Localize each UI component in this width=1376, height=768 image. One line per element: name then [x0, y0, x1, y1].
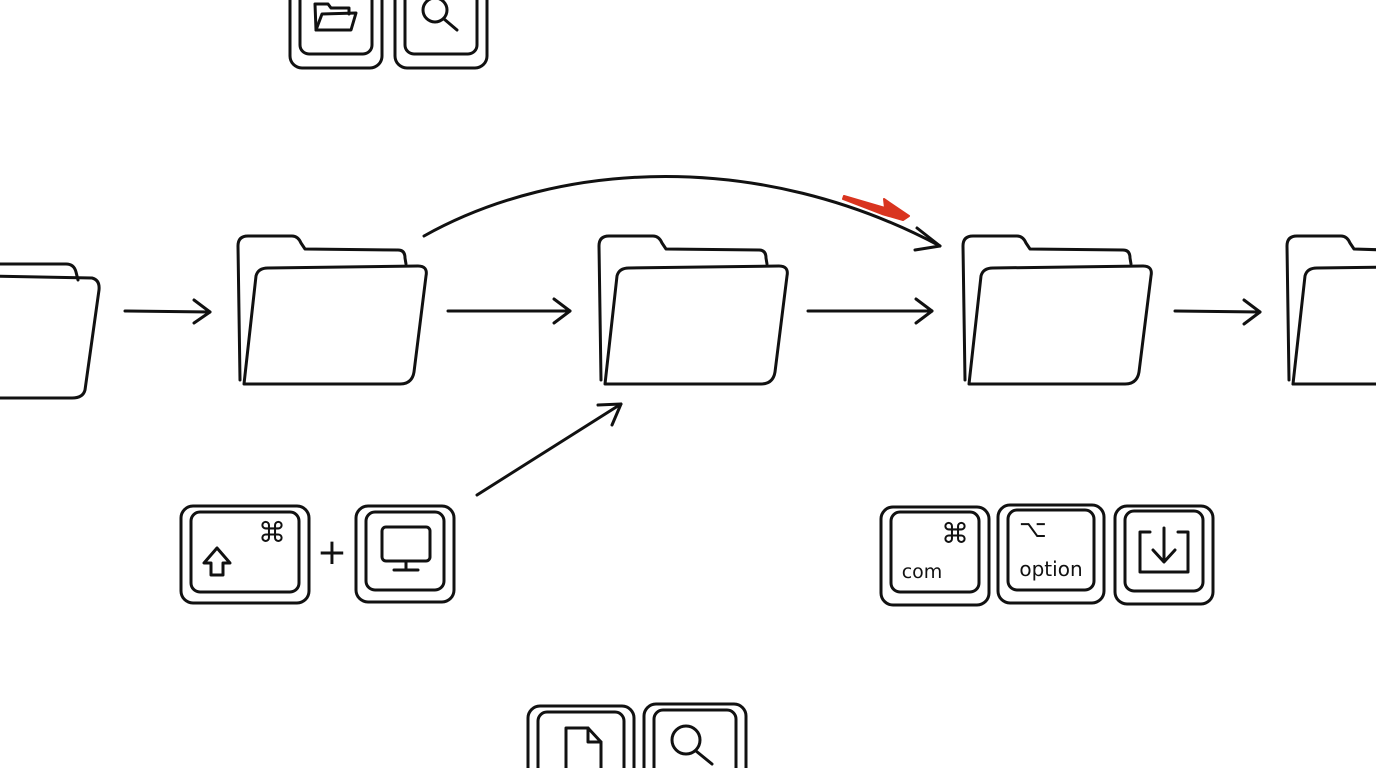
search-icon	[670, 724, 714, 766]
monitor-icon	[380, 525, 432, 572]
key	[393, 0, 489, 70]
arrow	[123, 298, 212, 325]
option-label: option	[1019, 557, 1082, 581]
curved-arrow	[422, 175, 942, 252]
plus-sign: +	[317, 532, 347, 573]
search-icon	[421, 0, 459, 32]
top-shortcut-keys	[288, 0, 489, 70]
key	[354, 504, 456, 604]
command-label: com	[902, 561, 943, 583]
command-symbol: ⌘	[941, 517, 969, 550]
red-accent-mark	[842, 195, 910, 221]
folder-icon	[236, 234, 428, 386]
option-symbol: ⌥	[1019, 515, 1047, 543]
key	[642, 702, 748, 768]
folder-icon	[961, 234, 1153, 386]
command-symbol: ⌘	[258, 516, 286, 549]
download-icon	[1138, 526, 1190, 574]
folder-icon	[597, 234, 789, 386]
arrow	[446, 297, 572, 325]
option-key: ⌥ option	[996, 503, 1106, 605]
bottom-shortcut-keys	[526, 702, 748, 768]
arrow	[1173, 298, 1262, 326]
diagonal-arrow	[475, 402, 623, 497]
key	[526, 704, 636, 768]
shift-arrow-icon	[202, 546, 232, 577]
left-shortcut-combo: ⌘ +	[179, 504, 456, 605]
key	[288, 0, 384, 70]
folder-icon	[1285, 234, 1376, 386]
key: ⌘	[179, 504, 311, 605]
folder-icon	[0, 262, 101, 400]
arrow	[806, 297, 934, 325]
right-shortcut-combo: ⌘ com ⌥ option	[879, 503, 1215, 607]
command-key: ⌘ com	[879, 505, 991, 607]
download-key	[1113, 504, 1215, 606]
open-folder-icon	[313, 2, 358, 32]
document-icon	[564, 726, 603, 768]
